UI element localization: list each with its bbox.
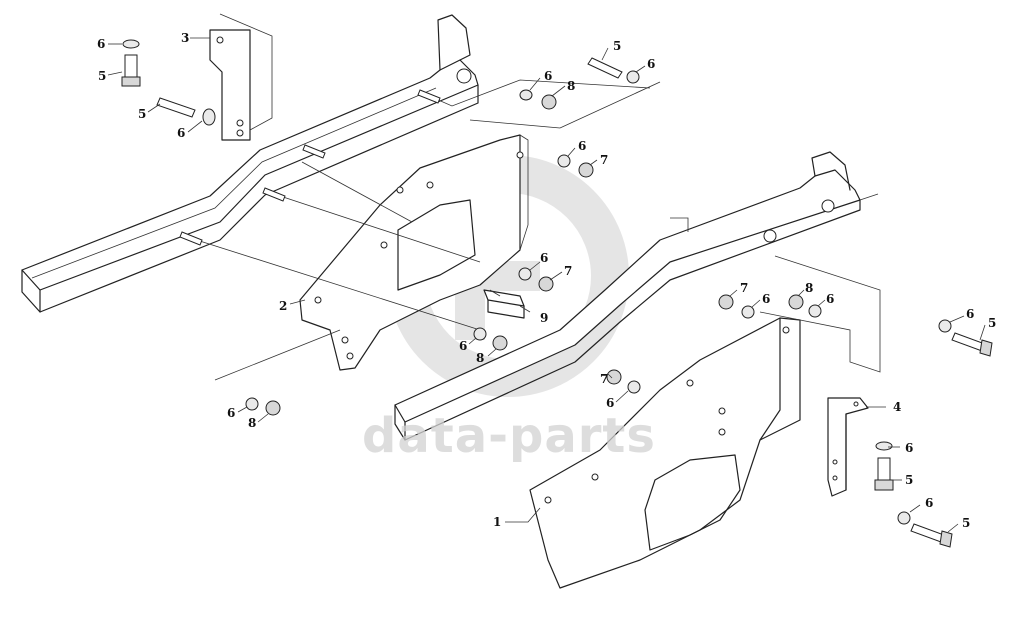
left-frame-rail	[21, 14, 479, 313]
callout-label: 6	[647, 57, 655, 71]
callout-label: 6	[544, 69, 552, 83]
callout-label: 9	[540, 311, 548, 325]
callout-label: 7	[600, 372, 608, 386]
callout-label: 6	[227, 406, 235, 420]
fasteners	[121, 39, 993, 548]
callout-label: 6	[97, 37, 105, 51]
callout-label: 5	[905, 473, 913, 487]
callout-label: 5	[988, 316, 996, 330]
reference-planes	[183, 79, 881, 381]
spacer-9	[483, 289, 525, 319]
callout-label: 7	[740, 281, 748, 295]
callout-label: 8	[805, 281, 813, 295]
bracket-4	[827, 397, 869, 497]
callout-label: 6	[177, 126, 185, 140]
callout-label: 6	[540, 251, 548, 265]
callout-label: 7	[600, 153, 608, 167]
callout-label: 6	[762, 292, 770, 306]
watermark-text: data-parts	[362, 408, 656, 464]
callout-label: 7	[564, 264, 572, 278]
threaded-studs	[179, 89, 441, 246]
callout-label: 5	[613, 39, 621, 53]
leader-lines	[107, 37, 986, 533]
plate-2	[299, 134, 529, 371]
callout-label: 6	[578, 139, 586, 153]
callout-label: 8	[476, 351, 484, 365]
callout-label: 6	[826, 292, 834, 306]
callout-label: 6	[925, 496, 933, 510]
callout-label: 8	[248, 416, 256, 430]
callout-label: 1	[493, 515, 501, 529]
bracket-3	[209, 13, 273, 141]
callout-label: 6	[905, 441, 913, 455]
callout-label: 2	[279, 299, 287, 313]
callout-label: 3	[181, 31, 189, 45]
callout-label: 5	[138, 107, 146, 121]
plate-1	[529, 317, 801, 589]
callout-label: 8	[567, 79, 575, 93]
callouts: 1 2 3 4 5 5 5 5 5 5 6 6 6 6 6 6 6 6 6 6 …	[97, 31, 996, 530]
callout-label: 6	[966, 307, 974, 321]
right-frame-rail	[394, 151, 879, 441]
callout-label: 4	[893, 400, 901, 414]
callout-label: 5	[962, 516, 970, 530]
callout-label: 6	[606, 396, 614, 410]
callout-label: 5	[98, 69, 106, 83]
callout-label: 6	[459, 339, 467, 353]
